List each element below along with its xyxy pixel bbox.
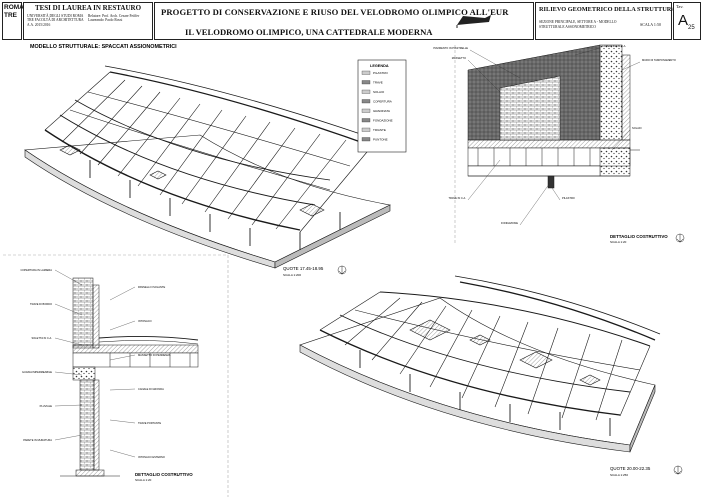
quote1-scale: SCALA 1:200 — [283, 273, 301, 277]
construction-detail-top — [467, 44, 640, 189]
legend-item: COPERTURA — [373, 100, 392, 104]
legend-item: TIRANTE — [373, 128, 386, 132]
annotation-label: PLUVIALE — [40, 404, 53, 408]
legend-title: LEGENDA — [370, 64, 389, 68]
annotation-label: FONDAZIONE — [501, 221, 518, 225]
annotation-label: PANNELLO ISOLANTE — [138, 285, 165, 289]
annotation-leader — [54, 404, 83, 407]
annotation-leader — [611, 129, 631, 151]
annotation-label: PARETE IN MURATURA — [23, 438, 52, 442]
tav-label: Tav. — [676, 4, 684, 9]
rilievo-title: RILIEVO GEOMETRICO DELLA STRUTTURA — [539, 6, 676, 13]
flag-emblem-icon — [456, 15, 491, 28]
sheet-number-box: Tav. A25 — [673, 2, 701, 40]
tav-number: A25 — [678, 12, 695, 31]
annotation-label: COPERTURA IN LAMIERA — [20, 268, 52, 272]
legend-swatch — [361, 80, 371, 85]
legend-item: PILASTRO — [373, 71, 389, 75]
annotation-label: MASSETTO DI PENDENZA — [138, 353, 171, 357]
annotation-label: INTONACO ESTERNO — [138, 455, 165, 459]
annotation-label: PAVIMENTO IN PIASTRELLE — [433, 46, 468, 50]
annotation-leader — [54, 303, 83, 316]
annotation-leader — [109, 449, 136, 458]
axonometric-model-bottom — [299, 275, 661, 453]
annotation-leader — [469, 49, 521, 79]
annotation-label: TRAVE IN C.A. — [448, 196, 466, 200]
legend-swatch — [361, 99, 371, 104]
annotation-label: COPERTINA IN C.A. — [602, 44, 626, 48]
annotation-leader — [519, 179, 553, 226]
annotation-label: MASSETTO — [452, 56, 466, 60]
annotation-leader — [109, 286, 136, 301]
annotation-leader — [54, 337, 83, 346]
annotation-leader — [54, 434, 83, 441]
thesis-box: TESI DI LAUREA IN RESTAURO UNIVERSITÀ DE… — [23, 2, 153, 40]
annotation-label: MURO DI TAMPONAMENTO — [642, 58, 676, 62]
legend-swatch — [361, 137, 371, 142]
legend-swatch — [361, 127, 371, 132]
detail2-title: DETTAGLIO COSTRUTTIVO — [135, 472, 193, 477]
annotation-leader — [109, 388, 136, 391]
thesis-faculty: UNIVERSITÀ DEGLI STUDI ROMA TRE FACOLTÀ … — [27, 14, 84, 27]
university-logo: ROMA TRE — [2, 2, 24, 40]
legend-item: PUNTONE — [373, 138, 388, 142]
annotation-label: GUAINA IMPERMEABILE — [22, 370, 52, 374]
north-arrow-icon-2 — [337, 265, 347, 275]
legend-swatch — [361, 89, 371, 94]
legend-item: FONDAZIONE — [373, 119, 393, 123]
annotation-label: SOLAIO — [632, 126, 642, 130]
annotation-leader — [109, 320, 136, 331]
annotation-leader — [54, 269, 83, 286]
quote2-scale: SCALA 1:250 — [610, 473, 628, 477]
annotation-label: CANALE DI GRONDA — [138, 387, 164, 391]
annotation-label: PILASTRO — [562, 196, 575, 200]
north-arrow-icon-1 — [675, 233, 685, 243]
detail1-title: DETTAGLIO COSTRUTTIVO — [610, 234, 668, 239]
thesis-title: TESI DI LAUREA IN RESTAURO — [34, 4, 142, 12]
annotation-label: TRAVE PORTANTE — [138, 421, 161, 425]
logo-line2: TRE — [4, 12, 17, 19]
model-title: MODELLO STRUTTURALE: SPACCATI ASSIONOMET… — [30, 44, 177, 50]
quote2-label: QUOTE 20.00-22.35 — [610, 466, 651, 471]
legend-item: GRADINATA — [373, 109, 390, 113]
detail1-scale: SCALA 1:20 — [610, 240, 627, 244]
annotation-leader — [549, 184, 561, 201]
rilievo-subtitle: SEZIONE PRINCIPALE, SETTORE A - MODELLO … — [539, 20, 617, 29]
annotation-leader — [109, 419, 136, 424]
tav-letter: A — [678, 12, 689, 29]
project-title-line1: PROGETTO DI CONSERVAZIONE E RIUSO DEL VE… — [161, 7, 509, 17]
north-arrow-icon-3 — [673, 465, 683, 475]
annotation-leader — [621, 61, 641, 71]
thesis-people: Relatore: Prof. Arch. Cesare Feiffer Lau… — [88, 14, 140, 23]
rilievo-box: RILIEVO GEOMETRICO DELLA STRUTTURA SEZIO… — [535, 2, 676, 40]
sheet-scale: SCALA 1:50 — [640, 22, 662, 27]
tav-subnumber: 25 — [688, 25, 695, 31]
annotation-leader — [467, 59, 501, 93]
annotation-leader — [467, 159, 501, 201]
annotation-leader — [54, 371, 83, 376]
annotation-leader — [109, 354, 136, 361]
construction-detail-bottom — [60, 277, 199, 477]
annotation-label: TRAVE DI BORDO — [30, 302, 52, 306]
project-title-line2: IL VELODROMO OLIMPICO, UNA CATTEDRALE MO… — [185, 27, 433, 37]
annotation-leader — [574, 47, 601, 56]
legend-item: TRAVE — [373, 81, 383, 85]
legend-item: SOLAIO — [373, 90, 385, 94]
detail2-scale: SCALA 1:20 — [135, 478, 152, 482]
logo-line1: ROMA — [4, 4, 24, 11]
legend-box: LEGENDA PILASTRO TRAVE SOLAIO COPERTURA GRAD… — [357, 59, 407, 153]
annotation-label: INTONACO — [138, 319, 152, 323]
axonometric-model-top — [24, 65, 391, 269]
legend-swatch — [361, 118, 371, 123]
legend-swatch — [361, 70, 371, 75]
legend-swatch — [361, 108, 371, 113]
project-title-box: PROGETTO DI CONSERVAZIONE E RIUSO DEL VE… — [154, 2, 534, 40]
quote1-label: QUOTE 17.45-18.95 — [283, 266, 324, 271]
annotation-label: SOLETTA IN C.A. — [31, 336, 52, 340]
